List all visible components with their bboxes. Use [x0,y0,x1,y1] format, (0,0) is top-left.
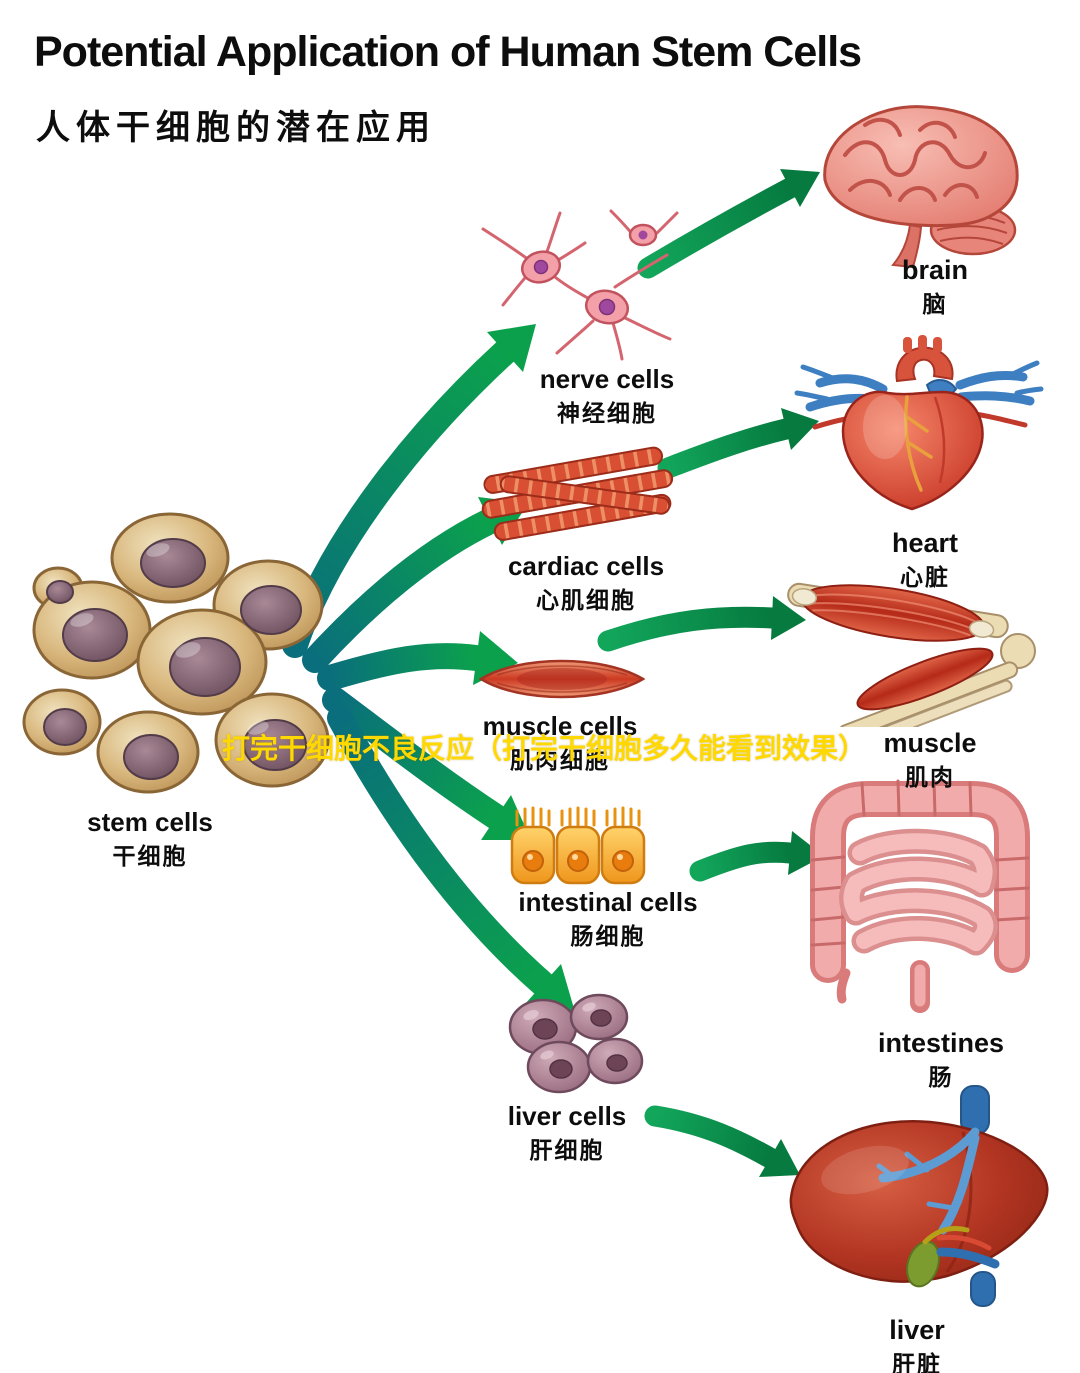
muscle-cells-label-en: muscle cells [482,711,638,741]
liver-cells-illustration [508,993,644,1094]
arrow-nerve-to-brain [637,177,801,279]
cardiac-cells-label-en: cardiac cells [507,551,665,581]
liver-cells-label-en: liver cells [507,1101,627,1131]
heart-illustration [794,335,1044,511]
arrow-stem-to-cardiac [302,508,503,673]
muscle-organ-label: muscle 肌肉 [810,728,1050,790]
liver-organ-label-en: liver [889,1315,945,1345]
intestines-illustration [810,779,1030,1013]
heart-label-en: heart [891,528,959,558]
arrow-cardiac-to-heart [657,418,797,479]
cells-to-organs-arrows [597,177,801,1169]
muscle-organ-label-zh: 肌肉 [905,764,955,791]
intestinal-cells-illustration [510,806,646,885]
heart-label: heart 心脏 [805,528,1045,590]
small-arrowheads [759,169,824,1177]
liver-cells-label: liver cells 肝细胞 [447,1101,687,1163]
stem-cells-label: stem cells 干细胞 [30,807,270,869]
nerve-cells-label-en: nerve cells [539,364,675,394]
cardiac-cells-label-zh: 心肌细胞 [536,586,636,613]
liver-illustration [789,1085,1049,1307]
liver-organ-label-zh: 肝脏 [892,1351,942,1373]
page-title: Potential Application of Human Stem Cell… [34,28,862,76]
nerve-cells-illustration [481,209,679,361]
intestinal-cells-label-zh: 肠细胞 [570,922,646,949]
intestinal-cells-label-en: intestinal cells [518,887,698,917]
intestines-label-en: intestines [877,1028,1005,1058]
liver-organ-label: liver 肝脏 [797,1315,1037,1373]
intestinal-cells-label: intestinal cells 肠细胞 [488,887,728,949]
brain-label-en: brain [901,255,968,285]
cardiac-cells-label: cardiac cells 心肌细胞 [466,551,706,613]
muscle-organ-label-en: muscle [883,728,977,758]
arrow-stem-to-intestinal [322,687,509,830]
page-subtitle: 人体干细胞的潜在应用 [36,109,436,147]
stem-cells-illustration [22,512,330,794]
stem-cells-label-zh: 干细胞 [112,842,188,869]
muscle-cells-label: muscle cells 肌肉细胞 [440,711,680,773]
nerve-cells-label-zh: 神经细胞 [557,399,657,426]
arrow-stem-to-liver [327,705,556,997]
arrow-livercell-to-liver [644,1105,781,1169]
heart-label-zh: 心脏 [900,564,950,591]
stem-cells-label-en: stem cells [87,807,213,837]
muscle-cell-illustration [478,659,646,699]
muscle-cells-label-zh: 肌肉细胞 [510,746,610,773]
intestines-label-zh: 肠 [928,1064,954,1091]
arrow-intestinal-to-intestines [689,841,801,882]
brain-label: brain 脑 [815,255,1055,317]
brain-illustration [823,105,1019,269]
watermark-text: 打完干细胞不良反应（打完干细胞多久能看到效果） [222,733,867,764]
muscle-organ-illustration [787,582,1036,727]
arrow-stem-to-muscle [317,643,489,691]
liver-cells-label-zh: 肝细胞 [529,1136,605,1163]
arrow-musclecell-to-muscle [597,606,783,652]
nerve-cells-label: nerve cells 神经细胞 [487,364,727,426]
intestines-label: intestines 肠 [821,1028,1061,1090]
brain-label-zh: 脑 [922,291,948,318]
cardiac-cells-illustration [481,446,674,541]
